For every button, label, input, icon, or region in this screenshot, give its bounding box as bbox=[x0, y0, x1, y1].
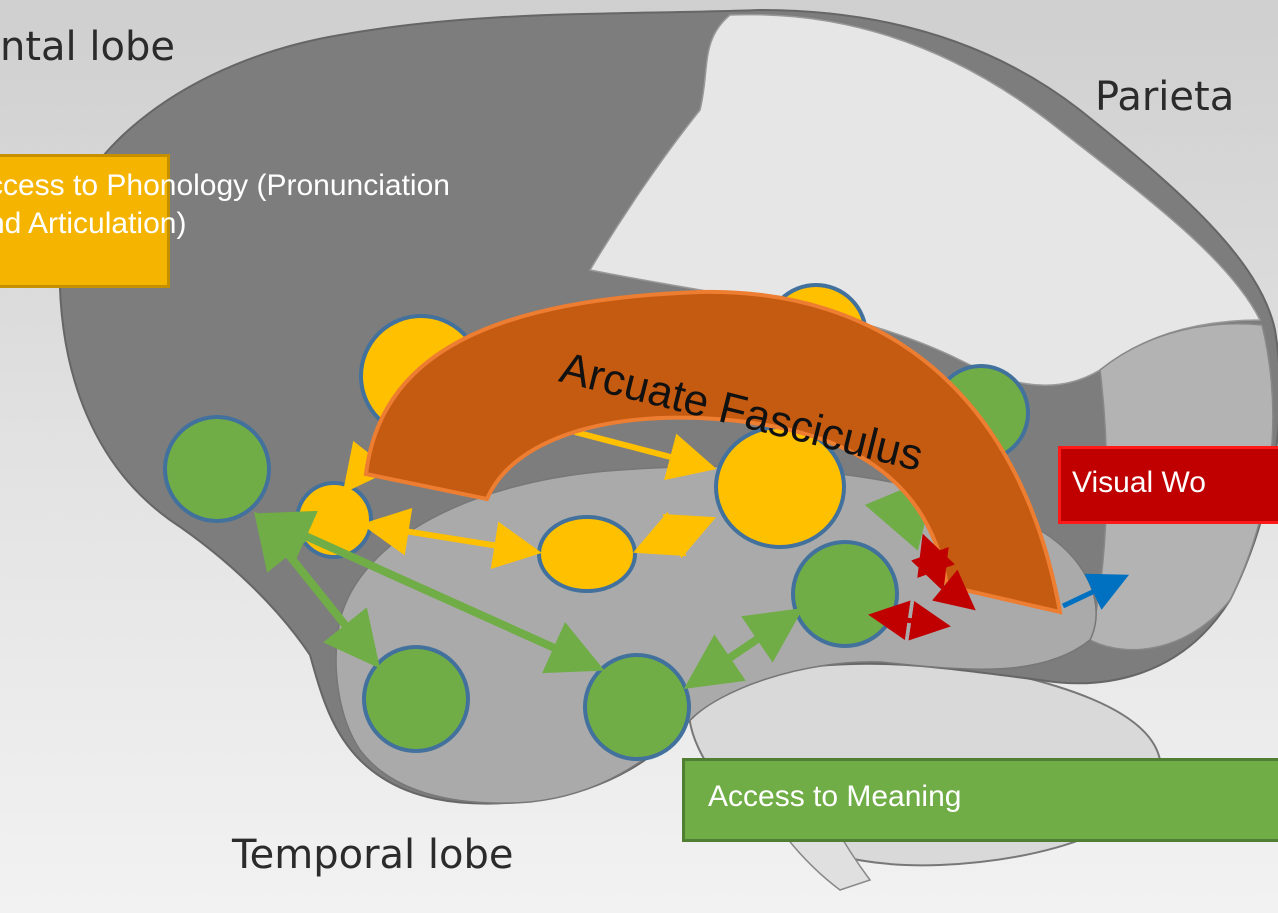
phonology-box-text: ccess to Phonology (Pronunciation nd Art… bbox=[0, 167, 688, 243]
meaning-label: Access to Meaning bbox=[708, 780, 961, 814]
meaning-node-2 bbox=[364, 647, 468, 751]
temporal-lobe-label: Temporal lobe bbox=[232, 832, 513, 878]
meaning-node-4 bbox=[793, 542, 897, 646]
phonology-node-4 bbox=[539, 517, 635, 591]
phonology-line-1: ccess to Phonology (Pronunciation bbox=[0, 167, 688, 205]
visual-word-label: Visual Wo bbox=[1072, 466, 1206, 500]
phonology-line-2: nd Articulation) bbox=[0, 205, 688, 243]
frontal-lobe-label: ntal lobe bbox=[0, 24, 175, 70]
meaning-node-1 bbox=[165, 417, 269, 521]
meaning-node-3 bbox=[585, 655, 689, 759]
parietal-lobe-label: Parieta bbox=[1095, 74, 1234, 120]
